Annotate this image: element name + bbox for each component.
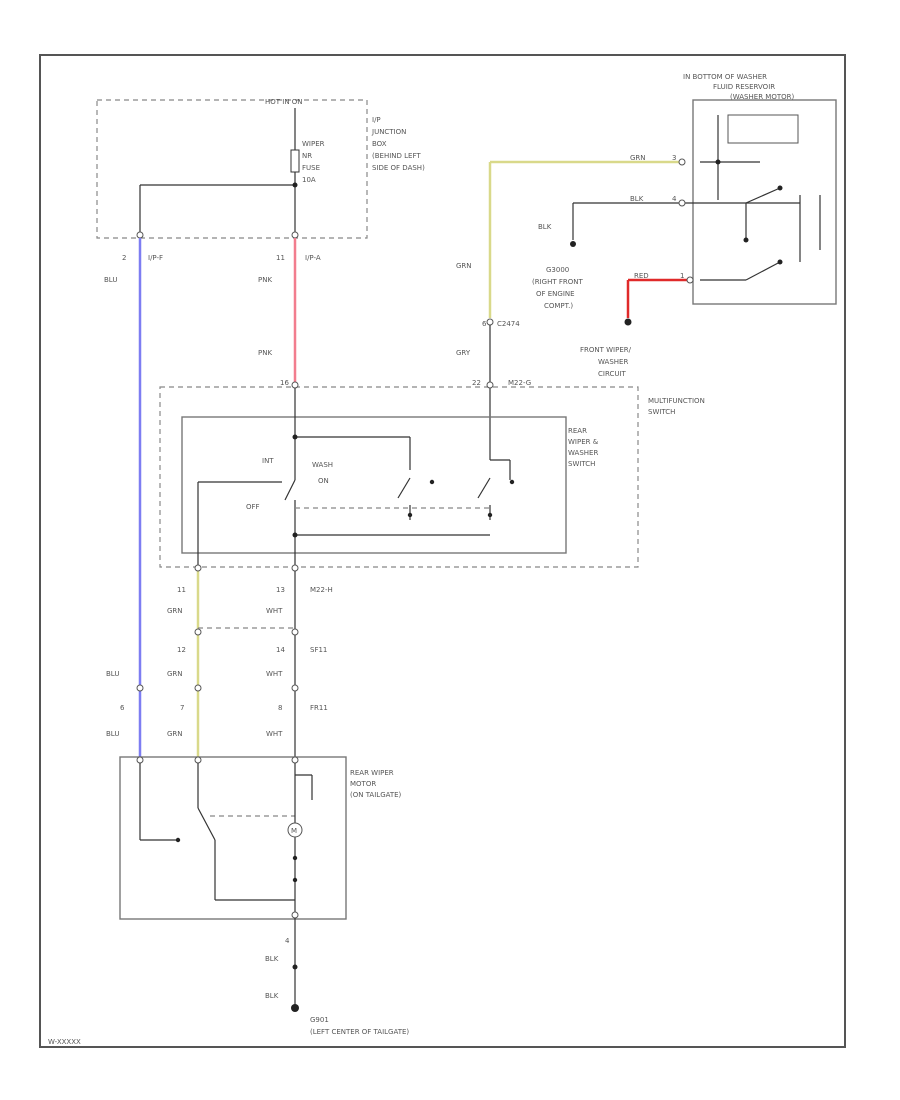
- rear-ground-name: G901: [310, 1016, 329, 1024]
- ip-box-desc-5: SIDE OF DASH): [372, 164, 425, 172]
- wire-label-pnk-2: PNK: [258, 349, 272, 357]
- ip-box-desc-2: JUNCTION: [371, 128, 406, 136]
- washer-title-3: (WASHER MOTOR): [730, 93, 794, 101]
- washer-conn-name: C2474: [497, 320, 520, 328]
- mfs-conn-top-right: M22-G: [508, 379, 531, 387]
- rear-motor-label-1: REAR WIPER: [350, 769, 394, 777]
- ip-box-desc-3: BOX: [372, 140, 387, 148]
- wire-label-wht-2: WHT: [266, 670, 283, 678]
- washer-title-2: FLUID RESERVOIR: [713, 83, 775, 91]
- fuse-box-header: HOT IN ON: [265, 98, 303, 106]
- wire-label-grn-washer: GRN: [456, 262, 472, 270]
- switch-pos-off: OFF: [246, 503, 260, 511]
- mfs-pin-top: 16: [280, 379, 289, 387]
- harness-conn-2: FR11: [310, 704, 328, 712]
- front-circuit-2: WASHER: [598, 358, 628, 366]
- fuse-pin-right: 11: [276, 254, 285, 262]
- wire-label-blu-1: BLU: [104, 276, 117, 284]
- mfs-conn-bottom: M22-H: [310, 586, 333, 594]
- washer-pin-red: 1: [680, 272, 684, 280]
- mfs-pin-b2: 13: [276, 586, 285, 594]
- switch-label-1: REAR: [568, 427, 587, 435]
- wire-label-blu-3: BLU: [106, 730, 119, 738]
- wire-label-red: RED: [634, 272, 649, 280]
- multifunction-label-2: SWITCH: [648, 408, 675, 416]
- harness-conn-1: SF11: [310, 646, 327, 654]
- switch-pos-int: INT: [262, 457, 274, 465]
- fuse-conn-right: I/P-A: [305, 254, 321, 262]
- rear-ground-desc: (LEFT CENTER OF TAILGATE): [310, 1028, 409, 1036]
- wiper-fuse-icon: [290, 149, 300, 173]
- ip-box-desc-4: (BEHIND LEFT: [372, 152, 421, 160]
- washer-pin-grn: 3: [672, 154, 676, 162]
- diagram-frame: [39, 54, 846, 1048]
- fuse-label-1: WIPER: [302, 140, 325, 148]
- front-circuit-3: CIRCUIT: [598, 370, 627, 378]
- fuse-label-2: NR: [302, 152, 312, 160]
- wire-label-blk-washer: BLK: [630, 195, 644, 203]
- wire-label-grn-3: GRN: [167, 730, 183, 738]
- ip-box-desc-1: I/P: [372, 116, 381, 124]
- wire-label-grn-2: GRN: [167, 670, 183, 678]
- mfs-conn-top-left: 22: [472, 379, 481, 387]
- washer-conn-pin: 6: [482, 320, 487, 328]
- rear-motor-symbol: M: [291, 827, 297, 835]
- wire-label-blk-ground: BLK: [538, 223, 552, 231]
- rear-wiper-motor: [119, 756, 347, 920]
- switch-label-3: WASHER: [568, 449, 598, 457]
- harness-pin-a: 12: [177, 646, 186, 654]
- figure-id: W-XXXXX: [48, 1038, 81, 1046]
- mfs-pin-b1: 11: [177, 586, 186, 594]
- wire-label-wht-3: WHT: [266, 730, 283, 738]
- harness-pin-c: 7: [180, 704, 184, 712]
- wire-label-blk-2: BLK: [265, 992, 279, 1000]
- harness-pin-d: 8: [278, 704, 282, 712]
- wire-label-blu-2: BLU: [106, 670, 119, 678]
- rear-motor-label-3: (ON TAILGATE): [350, 791, 402, 799]
- washer-ground-desc-3: COMPT.): [544, 302, 573, 310]
- wire-label-grn-top: GRN: [630, 154, 646, 162]
- harness-pin-e: 6: [120, 704, 125, 712]
- wire-label-grn-1: GRN: [167, 607, 183, 615]
- washer-ground-name: G3000: [546, 266, 569, 274]
- wire-label-blk-1: BLK: [265, 955, 279, 963]
- fuse-label-4: 10A: [302, 176, 316, 184]
- multifunction-switch: [159, 386, 639, 568]
- washer-title-1: IN BOTTOM OF WASHER: [683, 73, 767, 81]
- switch-label-4: SWITCH: [568, 460, 595, 468]
- washer-motor-icon: [727, 114, 799, 144]
- fuse-label-3: FUSE: [302, 164, 320, 172]
- washer-ground-desc-2: OF ENGINE: [536, 290, 575, 298]
- wire-label-pnk-1: PNK: [258, 276, 272, 284]
- washer-ground-desc-1: (RIGHT FRONT: [532, 278, 583, 286]
- front-circuit-1: FRONT WIPER/: [580, 346, 632, 354]
- rear-motor-pin-bottom: 4: [285, 937, 290, 945]
- wire-label-wht-1: WHT: [266, 607, 283, 615]
- washer-pin-blk: 4: [672, 195, 677, 203]
- wire-label-gry: GRY: [456, 349, 471, 357]
- washer-reservoir-box: [692, 99, 837, 305]
- multifunction-label-1: MULTIFUNCTION: [648, 397, 705, 405]
- ip-junction-box: [96, 99, 368, 239]
- rear-wiper-washer-switch: [181, 416, 567, 554]
- harness-pin-b: 14: [276, 646, 285, 654]
- fuse-pin-left: 2: [122, 254, 126, 262]
- switch-label-2: WIPER &: [568, 438, 599, 446]
- rear-motor-label-2: MOTOR: [350, 780, 376, 788]
- switch-pos-wash: WASH: [312, 461, 333, 469]
- switch-pos-on: ON: [318, 477, 329, 485]
- fuse-conn-left: I/P-F: [148, 254, 163, 262]
